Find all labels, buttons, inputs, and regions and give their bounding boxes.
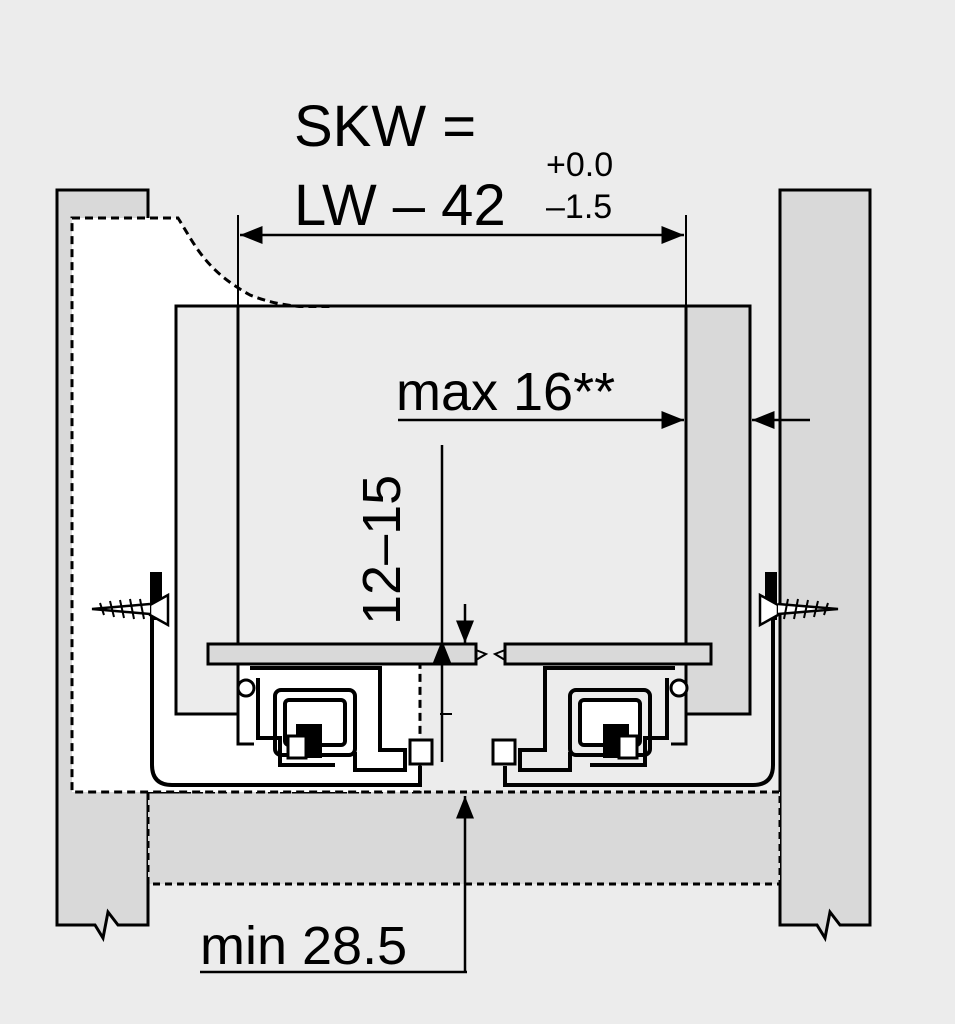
formula-line-1: SKW =: [294, 94, 476, 159]
right-screw: [758, 572, 839, 628]
right-runner: [491, 575, 775, 787]
left-screw: [91, 572, 170, 628]
formula-line-2: LW – 42: [294, 173, 506, 238]
drawer-bottom-right: [503, 642, 713, 666]
tolerance-minus: –1.5: [546, 188, 612, 226]
max-side-label: max 16**: [396, 362, 615, 422]
min-bottom-label: min 28.5: [200, 916, 407, 976]
drawer-inner-area: [240, 308, 684, 644]
height-range-label: 12–15: [352, 475, 412, 625]
right-cabinet-side: [778, 188, 872, 943]
drawer-bottom-left: [206, 642, 478, 666]
tolerance-plus: +0.0: [546, 146, 613, 184]
left-runner: [150, 575, 434, 787]
drawer-right-side: [684, 304, 752, 716]
